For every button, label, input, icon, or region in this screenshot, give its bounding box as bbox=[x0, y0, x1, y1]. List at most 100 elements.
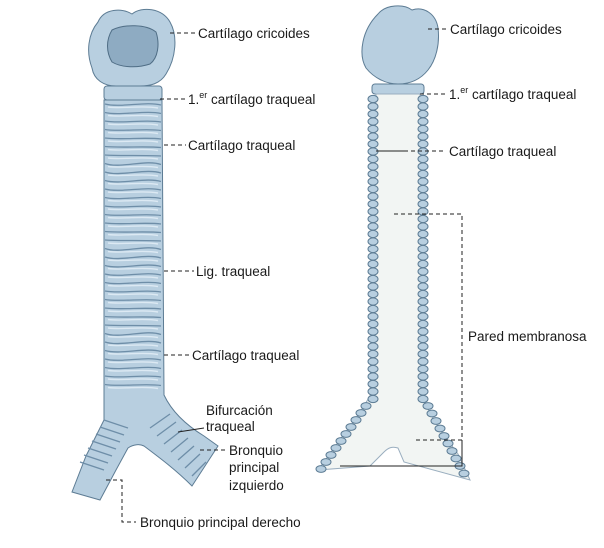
cartilage-ring-section bbox=[417, 282, 429, 291]
cartilage-ring-section bbox=[367, 184, 379, 194]
label-bifurcation-line1: Bifurcación bbox=[206, 403, 273, 418]
label-first-tracheal-right: 1.er cartílago traqueal bbox=[449, 85, 576, 102]
cartilage-ring-section bbox=[367, 162, 379, 171]
tracheal-ring-highlight bbox=[107, 114, 159, 118]
cartilage-ring-section bbox=[367, 267, 379, 276]
cartilage-ring-section bbox=[367, 94, 379, 104]
cartilage-ring-section bbox=[367, 192, 379, 201]
cartilage-ring-section bbox=[417, 244, 429, 254]
tracheal-ring bbox=[104, 332, 162, 336]
tracheal-ring-highlight bbox=[107, 165, 159, 169]
tracheal-ring-highlight bbox=[107, 378, 159, 381]
bronchus-ring-left bbox=[184, 453, 201, 469]
cartilage-ring-section bbox=[417, 199, 429, 209]
cartilage-ring-section bbox=[417, 222, 429, 231]
label-tracheal-cartilage-right: Cartílago traqueal bbox=[449, 144, 556, 159]
cartilage-ring-section bbox=[417, 364, 429, 374]
bronchus-ring-left bbox=[177, 445, 195, 461]
cartilage-ring-section bbox=[417, 379, 429, 389]
tracheal-ring bbox=[104, 273, 162, 276]
tracheal-ring-highlight bbox=[107, 335, 159, 339]
tracheal-ring bbox=[104, 137, 162, 140]
cartilage-ring-section bbox=[367, 109, 379, 119]
cartilage-ring-section bbox=[330, 444, 342, 452]
label-bifurcation-line2: traqueal bbox=[206, 419, 255, 434]
cartilage-ring-section bbox=[417, 372, 429, 381]
cartilage-ring-section bbox=[442, 439, 454, 448]
tracheal-ring bbox=[104, 196, 162, 200]
tracheal-ring bbox=[104, 324, 162, 327]
bronchus-ring-right bbox=[83, 454, 109, 464]
cartilage-ring-section bbox=[367, 357, 379, 366]
cartilage-ring-section bbox=[367, 117, 379, 126]
tracheal-ring-highlight bbox=[107, 386, 159, 390]
cartilage-ring-section bbox=[367, 154, 379, 164]
cartilage-ring-section bbox=[367, 102, 379, 111]
cartilage-ring-section bbox=[417, 342, 429, 351]
tracheal-ring-highlight bbox=[107, 233, 159, 237]
cartilage-ring-section bbox=[367, 177, 379, 186]
cartilage-ring-section bbox=[355, 409, 367, 417]
tracheal-ring bbox=[104, 255, 162, 260]
tracheal-ring-highlight bbox=[107, 284, 159, 288]
bronchus-ring-left bbox=[149, 413, 171, 429]
cartilage-ring-section bbox=[434, 424, 446, 433]
cartilage-ring-section bbox=[367, 222, 379, 231]
tracheal-ring-highlight bbox=[107, 123, 159, 126]
cartilage-ring-section bbox=[367, 334, 379, 344]
tracheal-ring-highlight bbox=[107, 191, 159, 194]
tracheal-ring bbox=[104, 383, 162, 387]
cartilage-ring-section bbox=[417, 132, 429, 141]
label-cricoid-left: Cartílago cricoides bbox=[198, 26, 310, 41]
tracheal-ring-highlight bbox=[107, 225, 159, 228]
cartilage-ring-section bbox=[426, 409, 438, 418]
cartilage-ring-section bbox=[367, 297, 379, 306]
cartilage-ring-section bbox=[367, 349, 379, 359]
tracheal-ring bbox=[104, 366, 162, 370]
tracheal-ring-highlight bbox=[107, 276, 159, 279]
label-left-bronchus-line3: izquierdo bbox=[229, 478, 284, 493]
tracheal-ring bbox=[104, 230, 162, 234]
tracheal-ring bbox=[104, 290, 162, 293]
cartilage-ring-section bbox=[417, 297, 429, 306]
cartilage-ring-section bbox=[417, 334, 429, 344]
label-left-bronchus-line1: Bronquio bbox=[229, 443, 283, 458]
membranous-wall bbox=[316, 93, 471, 481]
label-tracheal-cartilage-left-upper: Cartílago traqueal bbox=[188, 138, 295, 153]
tracheal-ring-highlight bbox=[107, 352, 159, 356]
cartilage-ring-section bbox=[458, 469, 470, 478]
label-left-bronchus-line2: principal bbox=[229, 460, 279, 475]
label-tracheal-cartilage-left-lower: Cartílago traqueal bbox=[192, 348, 299, 363]
cartilage-ring-section bbox=[320, 458, 332, 466]
tracheal-ring bbox=[104, 222, 162, 225]
cartilage-ring-section bbox=[367, 394, 379, 404]
bronchus-ring-right bbox=[103, 419, 129, 429]
cartilage-ring-section bbox=[367, 124, 379, 134]
cartilage-ring-section bbox=[417, 124, 429, 134]
tracheal-ring-highlight bbox=[107, 106, 159, 109]
cartilage-ring-section bbox=[417, 139, 429, 149]
cartilage-ring-section bbox=[367, 214, 379, 224]
cartilage-ring-section bbox=[367, 139, 379, 149]
tracheal-ring-highlight bbox=[107, 157, 159, 160]
cartilage-ring-section bbox=[367, 304, 379, 314]
tracheal-ring bbox=[104, 349, 162, 353]
cartilage-ring-section bbox=[438, 432, 450, 440]
tracheal-ring-highlight bbox=[107, 344, 159, 347]
cartilage-ring-section bbox=[325, 451, 337, 459]
right-labels: Cartílago cricoides 1.er cartílago traqu… bbox=[340, 22, 587, 467]
cartilage-ring-section bbox=[417, 327, 429, 336]
cartilage-ring-section bbox=[367, 342, 379, 351]
cartilage-ring-section bbox=[367, 327, 379, 336]
label-right-bronchus: Bronquio principal derecho bbox=[140, 515, 301, 530]
cartilage-ring-section bbox=[360, 402, 372, 410]
tracheal-ring-highlight bbox=[107, 327, 159, 330]
cartilage-ring-section bbox=[417, 267, 429, 276]
tracheal-ring-highlight bbox=[107, 250, 159, 254]
first-tracheal-ring-left bbox=[103, 85, 163, 101]
cartilage-ring-section bbox=[367, 282, 379, 291]
cricoid-cartilage-right bbox=[361, 5, 439, 85]
bronchus-ring-right bbox=[87, 447, 113, 457]
label-tracheal-ligament: Lig. traqueal bbox=[196, 264, 270, 279]
